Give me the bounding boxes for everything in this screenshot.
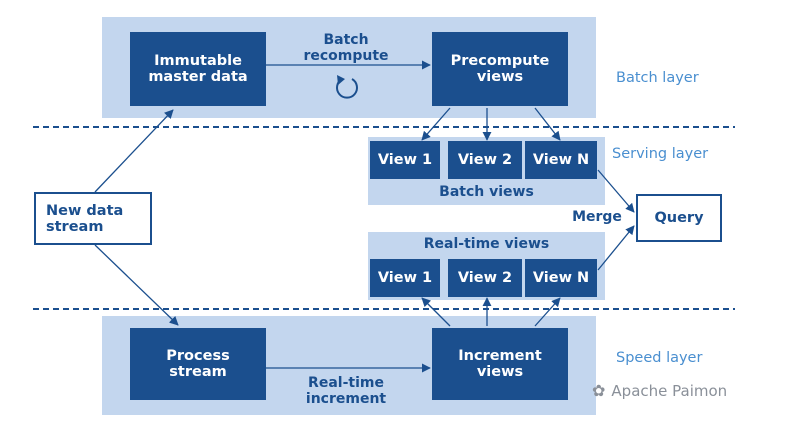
realtime-views-caption: Real-time views	[423, 236, 550, 252]
batch-recompute-label: Batch recompute	[303, 32, 389, 64]
batch-layer-label: Batch layer	[616, 70, 699, 86]
query-node: Query	[636, 194, 722, 242]
immutable-master-data-node: Immutable master data	[130, 32, 266, 106]
speed-layer-label: Speed layer	[616, 350, 703, 366]
increment-views-node: Increment views	[432, 328, 568, 400]
realtime-increment-label: Real-time increment	[305, 375, 387, 407]
serving-layer-label: Serving layer	[612, 146, 709, 162]
process-stream-node: Process stream	[130, 328, 266, 400]
batch-views-caption: Batch views	[439, 184, 534, 200]
precompute-views-node: Precompute views	[432, 32, 568, 106]
wechat-logo-icon: ✿	[592, 381, 606, 400]
new-data-stream-node: New data stream	[34, 192, 152, 245]
batch-view-n: View N	[525, 141, 597, 179]
batch-view-2: View 2	[448, 141, 522, 179]
realtime-view-1: View 1	[370, 259, 440, 297]
batch-view-1: View 1	[370, 141, 440, 179]
realtime-view-2: View 2	[448, 259, 522, 297]
realtime-view-n: View N	[525, 259, 597, 297]
merge-label: Merge	[572, 209, 622, 225]
watermark-text: Apache Paimon	[611, 381, 728, 400]
watermark: ✿ Apache Paimon	[592, 381, 727, 400]
